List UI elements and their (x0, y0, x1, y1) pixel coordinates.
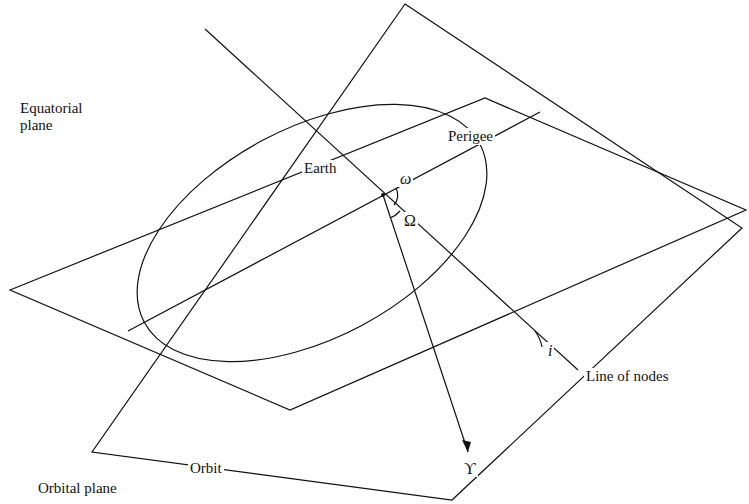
apsides-line (128, 112, 540, 331)
direction-symbol: ϒ (462, 460, 478, 477)
angle-symbol: Ω (402, 212, 418, 229)
inclination-arc (535, 331, 542, 347)
omega-arc (394, 188, 398, 205)
node-arc (390, 211, 400, 218)
earth-point (381, 193, 385, 197)
nodes-line (205, 29, 578, 370)
point-label: Perigee (446, 128, 495, 145)
plane-label: Equatorial plane (18, 100, 108, 134)
angle-symbol: i (546, 342, 554, 359)
line-label: Line of nodes (584, 368, 670, 385)
body-label: Earth (302, 160, 338, 177)
equatorial-plane (10, 98, 746, 410)
angle-symbol: ω (398, 170, 413, 187)
curve-label: Orbit (188, 460, 224, 477)
orbital-plane (92, 4, 742, 500)
equinox-direction (383, 195, 468, 452)
arrow-head (462, 440, 471, 452)
plane-label: Orbital plane (36, 480, 119, 497)
